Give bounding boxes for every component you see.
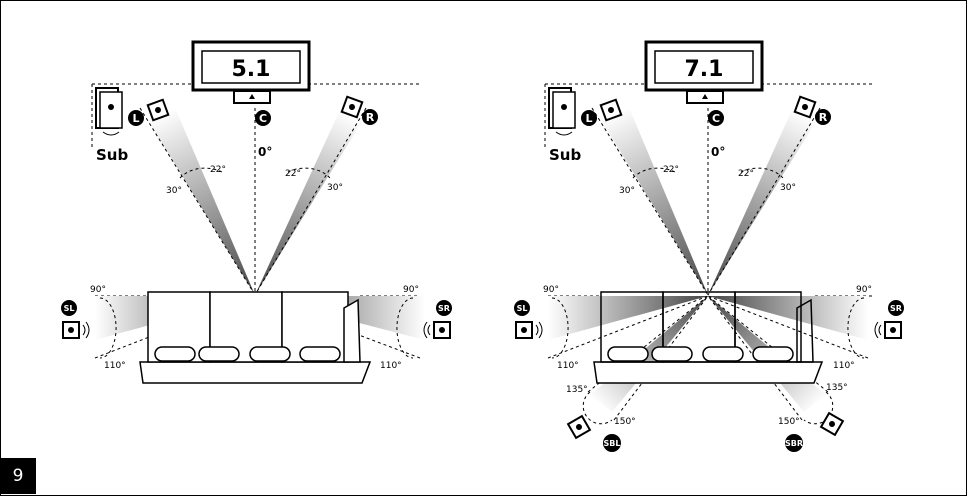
speaker-icon [819, 411, 845, 437]
speaker-icon [599, 98, 623, 122]
angle-label: 90° [856, 285, 872, 295]
badge-back-right: SBR [785, 434, 803, 452]
beam-front-right [708, 110, 820, 295]
angle-label: 90° [403, 285, 419, 295]
tv-icon: 7.1 [644, 40, 764, 104]
angle-label: 22° [210, 165, 226, 175]
badge-surround-left: SL [514, 300, 530, 316]
beam-front-right [255, 110, 366, 295]
angle-label: 30° [619, 186, 635, 196]
speaker-icon [340, 95, 364, 119]
system-title: 5.1 [232, 57, 271, 82]
speaker-icon [423, 321, 451, 339]
svg-text:R: R [819, 111, 828, 124]
badge-center: C [255, 110, 271, 126]
svg-text:SBL: SBL [604, 439, 621, 448]
angle-label: 135° [566, 385, 588, 395]
badge-surround-right: SR [436, 300, 452, 316]
angle-label: 30° [780, 183, 796, 193]
speaker-icon [793, 95, 817, 119]
badge-center: C [708, 110, 724, 126]
tv-icon: 5.1 [191, 40, 311, 104]
angle-label: 90° [90, 285, 106, 295]
badge-surround-left: SL [61, 300, 77, 316]
angle-label: 30° [327, 183, 343, 193]
angle-label: 135° [826, 383, 848, 393]
sub-label: Sub [96, 146, 128, 164]
speaker-icon [566, 414, 592, 440]
angle-label: 22° [738, 169, 754, 179]
svg-text:SR: SR [890, 304, 902, 313]
angle-label: 110° [104, 361, 126, 371]
angle-label: 90° [543, 285, 559, 295]
angle-label: 22° [663, 165, 679, 175]
beam-front-left [598, 110, 708, 295]
page-number: 9 [0, 458, 36, 494]
angle-label: 110° [380, 361, 402, 371]
angle-center: 0° [258, 145, 272, 159]
badge-front-right: R [362, 109, 378, 125]
svg-text:L: L [132, 112, 139, 125]
sofa-icon [593, 291, 824, 384]
diagram-7-1: 7.1 Sub [514, 40, 904, 452]
svg-text:SL: SL [64, 304, 75, 313]
subwoofer-icon [95, 87, 123, 136]
speaker-icon [874, 321, 902, 339]
badge-surround-right: SR [888, 300, 904, 316]
sofa-icon [139, 291, 372, 384]
angle-label: 110° [557, 361, 579, 371]
svg-text:SL: SL [517, 304, 528, 313]
angle-label: 150° [614, 417, 636, 427]
badge-back-left: SBL [603, 434, 621, 452]
angle-center: 0° [711, 145, 725, 159]
svg-text:L: L [585, 112, 592, 125]
angle-label: 150° [778, 417, 800, 427]
angle-label: 22° [285, 169, 301, 179]
svg-text:C: C [712, 112, 720, 125]
badge-front-left: L [581, 110, 597, 126]
sub-label: Sub [549, 146, 581, 164]
subwoofer-icon [548, 87, 576, 136]
diagram-5-1: 5.1 Sub [61, 40, 452, 384]
angle-label: 110° [833, 361, 855, 371]
beam-surround-left [548, 296, 708, 340]
badge-front-left: L [128, 110, 144, 126]
beam-front-left [145, 110, 255, 295]
system-title: 7.1 [685, 57, 724, 82]
svg-text:SR: SR [438, 304, 450, 313]
angle-label: 30° [166, 186, 182, 196]
speaker-icon [62, 321, 90, 339]
speaker-icon [146, 98, 170, 122]
beam-surround-right [708, 296, 868, 340]
svg-text:R: R [366, 111, 375, 124]
svg-text:C: C [259, 112, 267, 125]
badge-front-right: R [815, 109, 831, 125]
speaker-icon [515, 321, 543, 339]
svg-text:SBR: SBR [785, 439, 803, 448]
